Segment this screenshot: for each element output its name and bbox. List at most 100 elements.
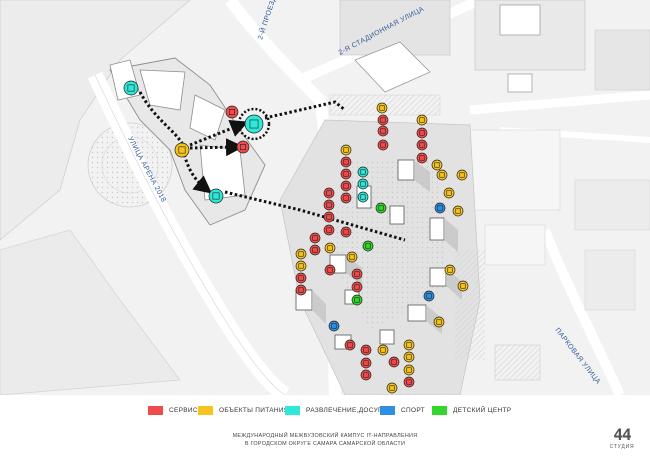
far-east-lower xyxy=(574,179,650,231)
campus-building-shadow xyxy=(312,290,326,324)
service-icon-glyph xyxy=(343,183,349,189)
leisure-icon-glyph xyxy=(360,169,366,175)
cup-icon xyxy=(377,344,389,356)
cup-icon-glyph xyxy=(439,172,445,178)
cup-icon xyxy=(452,205,464,217)
service-icon-glyph xyxy=(380,117,386,123)
left-terrain xyxy=(0,0,191,241)
legend-item-service: СЕРВИС xyxy=(148,404,198,416)
cup-icon xyxy=(324,242,336,254)
marker-cup-icon xyxy=(376,102,388,114)
cup-icon xyxy=(443,187,455,199)
service-icon-glyph xyxy=(419,142,425,148)
marker-service-icon xyxy=(340,226,352,238)
legend-label-sport: СПОРТ xyxy=(401,406,425,414)
campus-building xyxy=(407,304,427,322)
service-icon xyxy=(340,168,352,180)
cup-icon-glyph xyxy=(455,208,461,214)
cup-icon xyxy=(431,159,443,171)
cup-icon-glyph xyxy=(436,319,442,325)
campus-building-shadow xyxy=(446,268,462,300)
cup-icon xyxy=(403,351,415,363)
service-icon-glyph xyxy=(419,130,425,136)
service-icon xyxy=(340,192,352,204)
caption: МЕЖДУНАРОДНЫЙ МЕЖВУЗОВСКИЙ КАМПУС IT-НАП… xyxy=(200,432,450,448)
marker-service-icon xyxy=(360,357,372,369)
service-icon xyxy=(377,125,389,137)
service-icon xyxy=(416,139,428,151)
route-arc-down xyxy=(181,149,213,194)
legend-swatch-sport xyxy=(380,405,395,415)
cup-icon-glyph xyxy=(460,283,466,289)
east-sport-court xyxy=(494,344,541,381)
cup-icon-glyph xyxy=(327,245,333,251)
marker-service-icon xyxy=(309,232,321,244)
marker-cup-icon xyxy=(444,264,456,276)
leisure-icon-glyph xyxy=(360,181,366,187)
service-icon-glyph xyxy=(327,267,333,273)
service-icon-glyph xyxy=(347,342,353,348)
route-to-hub xyxy=(189,119,249,147)
service-icon xyxy=(236,140,250,154)
cup-icon xyxy=(456,169,468,181)
university-wing-1 xyxy=(139,69,186,111)
cup-icon-glyph xyxy=(343,147,349,153)
leisure-icon-glyph xyxy=(127,84,135,92)
cup-icon xyxy=(444,264,456,276)
marker-service-icon xyxy=(295,284,307,296)
logo-digits: 44 xyxy=(613,425,631,444)
service-icon xyxy=(377,139,389,151)
legend-label-kids: ДЕТСКИЙ ЦЕНТР xyxy=(453,406,512,414)
campus-building xyxy=(429,267,447,287)
service-icon-glyph xyxy=(354,271,360,277)
dumbbell-icon xyxy=(328,320,340,332)
road-north-east xyxy=(469,90,650,115)
cup-icon xyxy=(386,382,398,394)
facility-markers xyxy=(123,80,469,394)
cup-icon-glyph xyxy=(434,162,440,168)
marker-service-icon xyxy=(225,105,239,119)
leisure-icon xyxy=(357,178,369,190)
cup-icon-glyph xyxy=(379,105,385,111)
marker-service-icon xyxy=(323,224,335,236)
service-icon xyxy=(340,180,352,192)
marker-service-icon xyxy=(236,140,250,154)
service-icon xyxy=(340,156,352,168)
dumbbell-icon-glyph xyxy=(331,323,337,329)
east-lower-field xyxy=(484,224,546,266)
marker-service-icon xyxy=(377,114,389,126)
service-icon-glyph xyxy=(363,372,369,378)
marker-cup-icon xyxy=(403,351,415,363)
marker-cup-icon xyxy=(295,260,307,272)
marker-leisure-icon xyxy=(244,114,264,134)
service-icon xyxy=(360,357,372,369)
marker-service-icon xyxy=(377,139,389,151)
marker-cup-icon xyxy=(174,142,190,158)
campus-hatch-east xyxy=(455,250,485,360)
north-east-small xyxy=(507,73,533,93)
service-icon-glyph xyxy=(240,144,247,151)
road-arena-2018-edge xyxy=(94,74,286,395)
cup-icon xyxy=(340,144,352,156)
leisure-icon xyxy=(357,191,369,203)
child-icon xyxy=(351,294,363,306)
cup-icon xyxy=(403,339,415,351)
service-icon xyxy=(388,356,400,368)
hub-ring xyxy=(237,107,271,141)
cup-icon xyxy=(174,142,190,158)
marker-service-icon xyxy=(340,168,352,180)
service-icon-glyph xyxy=(326,202,332,208)
marker-cup-icon xyxy=(456,169,468,181)
marker-service-icon xyxy=(295,272,307,284)
university-wing-2 xyxy=(189,94,226,141)
child-icon-glyph xyxy=(354,297,360,303)
marker-cup-icon xyxy=(433,316,445,328)
marker-service-icon xyxy=(340,180,352,192)
cup-icon xyxy=(403,364,415,376)
service-icon xyxy=(295,284,307,296)
service-icon xyxy=(323,199,335,211)
marker-cup-icon xyxy=(416,114,428,126)
north-building-2 xyxy=(354,41,431,93)
marker-service-icon xyxy=(416,139,428,151)
service-icon xyxy=(323,224,335,236)
